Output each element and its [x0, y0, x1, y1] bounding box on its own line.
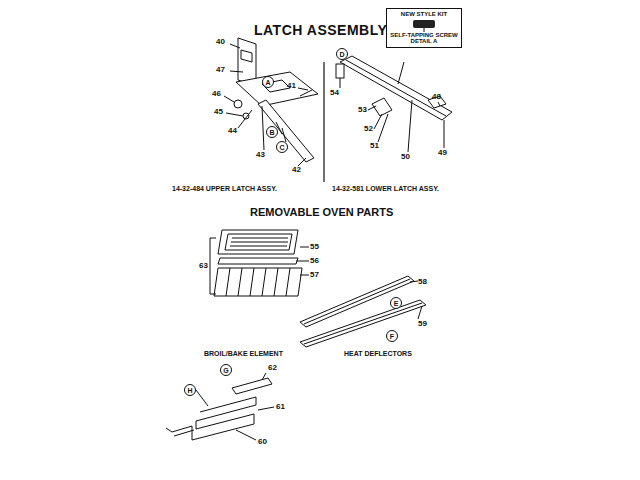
callout-letter: H [184, 384, 196, 396]
callout-letter-text: D [339, 51, 344, 58]
callout-letter: A [262, 76, 274, 88]
callout-number: 40 [216, 38, 225, 46]
callout-number: 44 [228, 127, 237, 135]
callout-letter-text: C [279, 144, 284, 151]
callout-number: 57 [310, 271, 319, 279]
callout-letter: B [266, 126, 278, 138]
group-caption: BROIL/BAKE ELEMENT [204, 350, 283, 357]
callout-number: 47 [216, 66, 225, 74]
callout-number: 63 [199, 262, 208, 270]
detail-text: NEW STYLE KIT [401, 11, 447, 18]
detail-text: DETAIL A [411, 38, 438, 45]
kit-icon [409, 18, 439, 32]
callout-number: 45 [214, 108, 223, 116]
diagram-title: LATCH ASSEMBLYS [254, 23, 397, 37]
callout-number: 49 [438, 149, 447, 157]
callout-number: 61 [276, 403, 285, 411]
callout-letter-text: E [394, 300, 399, 307]
callout-number: 59 [418, 320, 427, 328]
callout-number: 51 [370, 142, 379, 150]
detail-text: SELF-TAPPING SCREW [390, 32, 458, 39]
detail-box: NEW STYLE KIT SELF-TAPPING SCREWDETAIL A [386, 8, 462, 48]
callout-letter: G [220, 364, 232, 376]
callout-number: 58 [418, 278, 427, 286]
callout-letter: C [276, 141, 288, 153]
callout-number: 62 [268, 364, 277, 372]
callout-letter-text: A [265, 79, 270, 86]
callout-number: 50 [401, 153, 410, 161]
callout-number: 41 [287, 82, 296, 90]
callout-number: 48 [432, 93, 441, 101]
callout-letter: E [390, 297, 402, 309]
callout-letter-text: B [269, 129, 274, 136]
callout-letter-text: G [223, 367, 228, 374]
callout-number: 54 [330, 89, 339, 97]
group-caption: HEAT DEFLECTORS [344, 350, 412, 357]
callout-letter: F [386, 330, 398, 342]
assembly-caption: 14-32-484 UPPER LATCH ASSY. [172, 185, 277, 192]
callout-letter-text: F [390, 333, 394, 340]
section-heading: REMOVABLE OVEN PARTS [250, 207, 393, 218]
assembly-caption: 14-32-581 LOWER LATCH ASSY. [332, 185, 439, 192]
callout-letter: D [336, 48, 348, 60]
callout-letter-text: H [187, 387, 192, 394]
callout-number: 60 [258, 438, 267, 446]
callout-number: 46 [212, 90, 221, 98]
callout-number: 56 [310, 257, 319, 265]
callout-number: 42 [292, 166, 301, 174]
callout-number: 43 [256, 151, 265, 159]
callout-number: 55 [310, 243, 319, 251]
callout-number: 52 [364, 125, 373, 133]
callout-number: 53 [358, 106, 367, 114]
